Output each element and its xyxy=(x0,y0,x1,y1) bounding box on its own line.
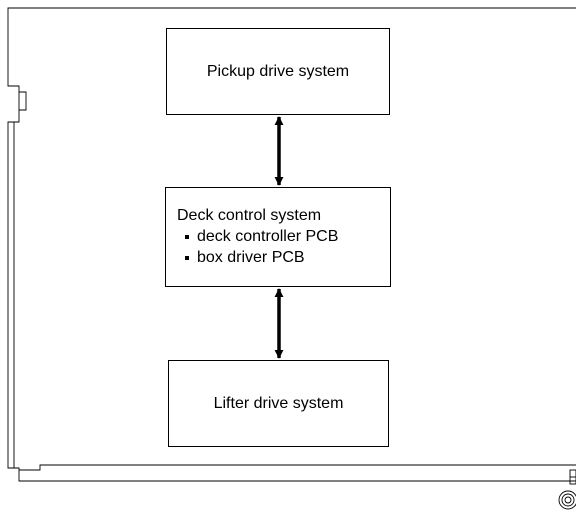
bracket-icon xyxy=(569,469,576,485)
frame-outline xyxy=(7,7,576,482)
frame-left-notch xyxy=(19,91,27,111)
lifter-drive-system-label: Lifter drive system xyxy=(213,395,344,412)
deck-control-system-box: Deck control system deck controller PCB … xyxy=(165,187,391,287)
bullet-icon xyxy=(185,255,189,260)
bullet-icon xyxy=(185,234,189,239)
pickup-drive-system-box: Pickup drive system xyxy=(166,28,390,115)
lifter-drive-system-box: Lifter drive system xyxy=(168,360,389,447)
pickup-drive-system-label: Pickup drive system xyxy=(206,63,350,80)
deck-item-deck-controller: deck controller PCB xyxy=(177,226,338,247)
deck-item-box-driver: box driver PCB xyxy=(177,247,338,268)
deck-control-system-title: Deck control system xyxy=(177,207,322,224)
deck-control-system-content: Deck control system deck controller PCB … xyxy=(177,205,338,268)
deck-item-label: box driver PCB xyxy=(197,249,305,266)
frame-bottom-rail xyxy=(19,464,576,471)
deck-item-label: deck controller PCB xyxy=(197,228,339,245)
roller-icon xyxy=(558,490,576,510)
